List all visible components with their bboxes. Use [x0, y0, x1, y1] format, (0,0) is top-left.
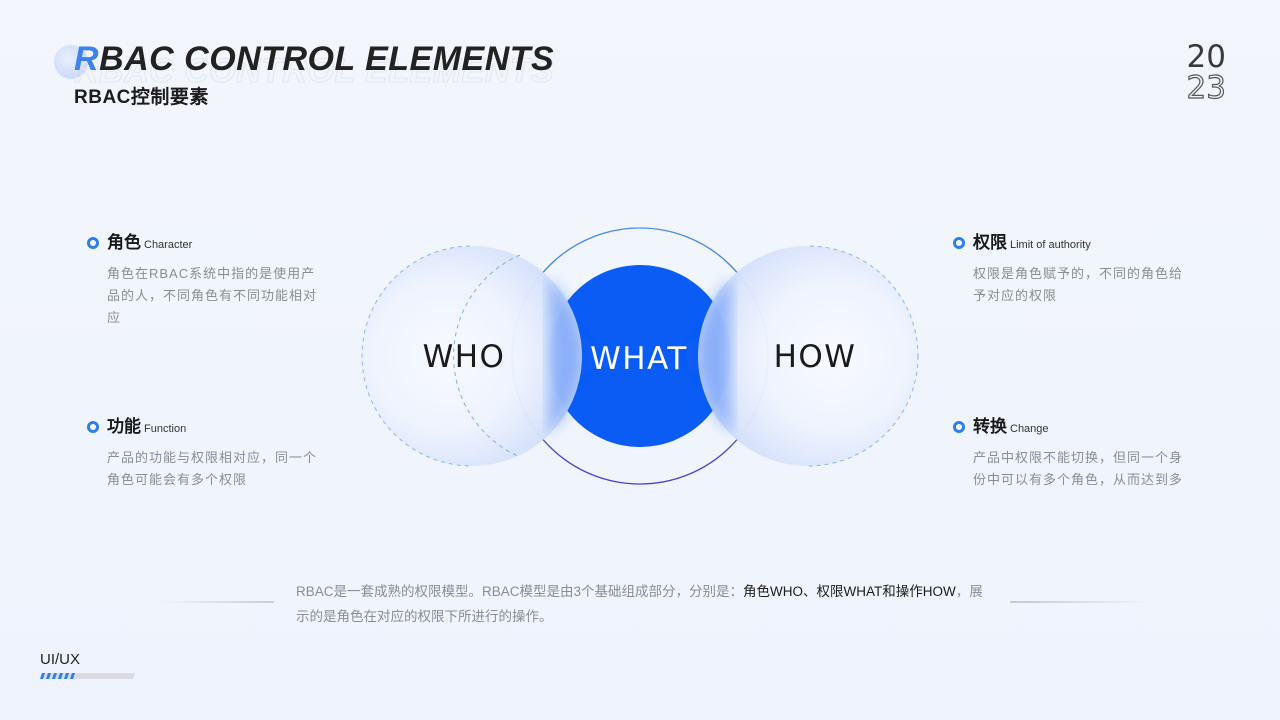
- page-title-en: RBAC CONTROL ELEMENTS: [74, 40, 554, 79]
- summary-part-1: RBAC是一套成熟的权限模型。RBAC模型是由3个基础组成部分，分别是：: [296, 584, 744, 599]
- summary-text: RBAC是一套成熟的权限模型。RBAC模型是由3个基础组成部分，分别是：角色WH…: [296, 579, 996, 629]
- page-title-cn: RBAC控制要素: [74, 87, 209, 108]
- decorative-dot: [54, 45, 88, 79]
- item-description: 权限是角色赋予的，不同的角色给予对应的权限: [973, 266, 1184, 303]
- year-top: 20: [1186, 39, 1226, 75]
- year-bottom: 23: [1186, 70, 1227, 106]
- title-ghost-outline: RBAC CONTROL ELEMENTS: [73, 52, 555, 91]
- summary-highlight: 角色WHO、权限WHAT和操作HOW: [743, 584, 956, 599]
- item-title-cn: 角色: [107, 233, 141, 252]
- item-description: 产品中权限不能切换，但同一个身份中可以有多个角色，从而达到多: [973, 450, 1184, 487]
- bullet-icon: [87, 421, 99, 433]
- item-title-cn: 转换: [973, 417, 1007, 436]
- item-title-cn: 功能: [107, 417, 141, 436]
- year-badge: 20 23: [1186, 39, 1227, 106]
- what-label: WHAT: [590, 341, 688, 377]
- item-title-en: Change: [1010, 423, 1049, 435]
- progress-bar-decoration: [40, 673, 135, 679]
- item-description: 产品的功能与权限相对应，同一个角色可能会有多个权限: [107, 450, 318, 487]
- how-label: HOW: [773, 339, 857, 375]
- bullet-icon: [953, 421, 965, 433]
- item-title-en: Limit of authority: [1010, 239, 1091, 251]
- title-block: RBAC CONTROL ELEMENTS RBAC CONTROL ELEME…: [54, 40, 614, 130]
- title-rest: BAC CONTROL ELEMENTS: [99, 40, 555, 78]
- summary-part-2: ，展示的是角色在对应的权限下所进行的操作。: [296, 584, 983, 624]
- divider-left: [160, 601, 274, 603]
- item-function: 功能 Function 产品的功能与权限相对应，同一个角色可能会有多个权限: [87, 412, 327, 491]
- item-description: 角色在RBAC系统中指的是使用产品的人，不同角色有不同功能相对应: [107, 266, 318, 325]
- bullet-icon: [953, 237, 965, 249]
- who-label: WHO: [422, 339, 506, 375]
- item-title-cn: 权限: [973, 233, 1007, 252]
- item-title-en: Character: [144, 239, 193, 251]
- item-change: 转换 Change 产品中权限不能切换，但同一个身份中可以有多个角色，从而达到多: [953, 412, 1193, 491]
- item-authority: 权限 Limit of authority 权限是角色赋予的，不同的角色给予对应…: [953, 228, 1193, 307]
- item-title-en: Function: [144, 423, 187, 435]
- footer-label: UI/UX: [40, 651, 81, 668]
- item-character: 角色 Character 角色在RBAC系统中指的是使用产品的人，不同角色有不同…: [87, 228, 327, 329]
- title-first-letter: R: [74, 40, 100, 78]
- bullet-icon: [87, 237, 99, 249]
- divider-right: [1010, 601, 1150, 603]
